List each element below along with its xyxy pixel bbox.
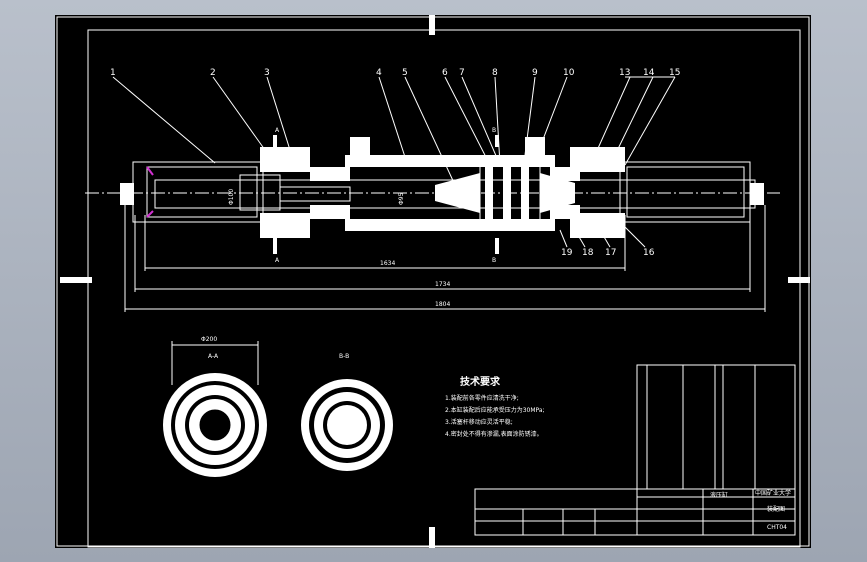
section-view-bb: [301, 379, 393, 471]
dim-len-mid: 1734: [435, 281, 450, 288]
part-number: 9: [532, 68, 538, 78]
view-label-bb: B-B: [339, 353, 349, 360]
outer-frame: [56, 16, 810, 547]
dimension-lines: [124, 205, 766, 312]
dim-len-inner: 1634: [380, 260, 395, 267]
title-doc-type: 装配图: [767, 505, 785, 513]
dim-diam-view: Φ200: [201, 336, 217, 343]
part-number: 13: [619, 68, 630, 78]
inner-frame: [87, 29, 801, 548]
tech-req-title: 技术要求: [460, 375, 501, 388]
dim-diam-center: Φ95: [398, 192, 405, 205]
cylinder-assembly: [85, 135, 780, 254]
part-number: 17: [605, 248, 616, 258]
tech-req-item: 3.活塞杆移动应灵活平稳;: [445, 418, 513, 426]
part-number: 16: [643, 248, 655, 258]
part-number: 8: [492, 68, 498, 78]
part-number: 3: [264, 68, 270, 78]
part-number: 1: [110, 68, 116, 78]
tech-req-item: 2.本缸装配后应能承受压力为30MPa;: [445, 406, 545, 414]
part-number: 19: [561, 248, 573, 258]
center-mark-bottom: [429, 527, 435, 548]
part-number: 15: [669, 68, 680, 78]
title-block: [474, 488, 796, 536]
center-mark-right: [788, 277, 810, 283]
center-mark-left: [60, 277, 92, 283]
tech-req-item: 4.密封处不得有渗漏,表面涂防锈漆。: [445, 430, 543, 438]
part-number: 7: [459, 68, 465, 78]
parts-list-table: [636, 364, 796, 490]
section-mark-b-bottom: B: [492, 257, 496, 264]
part-number: 5: [402, 68, 408, 78]
title-drawing-name: 液压缸: [710, 491, 728, 499]
section-mark-b-top: B: [492, 127, 496, 134]
part-number: 14: [643, 68, 655, 78]
view-label-aa: A-A: [208, 353, 219, 360]
title-school: 中国矿业大学: [755, 489, 791, 497]
part-number: 10: [563, 68, 575, 78]
section-mark-a-top: A: [275, 127, 280, 134]
section-mark-a-bottom: A: [275, 257, 280, 264]
part-number: 6: [442, 68, 448, 78]
part-number: 18: [582, 248, 594, 258]
drawing-sheet: Φ100 Φ95 1634 1734 1804 A A B B: [55, 15, 811, 548]
drawing-canvas: Φ100 Φ95 1634 1734 1804 A A B B: [56, 15, 810, 548]
tech-req-item: 1.装配前各零件应清洗干净;: [445, 394, 519, 402]
title-code: CHT04: [767, 524, 787, 531]
dim-diam-left: Φ100: [228, 189, 235, 205]
leader-lines: [112, 76, 676, 248]
part-number: 2: [210, 68, 216, 78]
dim-len-total: 1804: [435, 301, 450, 308]
center-mark-top: [429, 15, 435, 35]
part-number: 4: [376, 68, 382, 78]
section-view-aa: [163, 341, 267, 477]
